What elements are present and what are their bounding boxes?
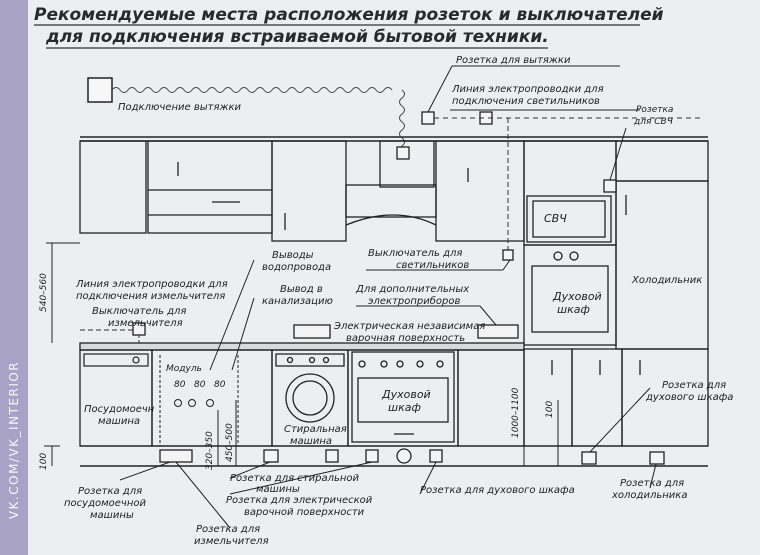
- hob-label-1: Электрическая независимая: [333, 321, 485, 332]
- module-label: Модуль: [166, 364, 202, 374]
- socket-blank: [325, 449, 339, 463]
- socket-washer: [263, 449, 279, 463]
- socket-round: [396, 448, 412, 464]
- oven-lower-label-2: шкаф: [388, 401, 421, 414]
- switch-lamp: [502, 249, 514, 261]
- side-stripe: VK.COM/VK_INTERIOR: [0, 0, 28, 555]
- wiring-lines: [80, 117, 700, 343]
- hood-connection-label: Подключение вытяжки: [118, 102, 242, 113]
- shredder-switch-label-1: Выключатель для: [92, 306, 186, 317]
- socket-hob: [365, 449, 379, 463]
- wm-socket-label-2: машины: [256, 484, 300, 495]
- dim-80-a: 80: [174, 380, 186, 390]
- dim-450: 450–500: [225, 423, 235, 462]
- hob-socket-label-1: Розетка для электрической: [226, 495, 373, 506]
- socket-hood-1: [421, 111, 435, 125]
- socket-fridge: [649, 451, 665, 465]
- water-label-1: Выводы: [272, 250, 314, 261]
- shredder-socket-label-2: измельчителя: [194, 536, 269, 547]
- fridge-label: Холодильник: [631, 275, 702, 286]
- dim-100-left: 100: [39, 453, 49, 470]
- drain-label-2: канализацию: [262, 296, 333, 307]
- dimension-lines: [44, 242, 559, 466]
- oven-upper: Духовой шкаф: [523, 244, 617, 346]
- upper-cabinets: [79, 140, 709, 246]
- plinth: [80, 445, 708, 467]
- dim-1000: 1000–1100: [511, 387, 521, 438]
- shredder-line-label-1: Линия электропроводки для: [75, 279, 228, 290]
- hood-connection: Подключение вытяжки: [87, 77, 405, 155]
- oven-upper-label-2: шкаф: [557, 303, 590, 316]
- socket-extra: [477, 324, 519, 339]
- title-line-1: Рекомендуемые места расположения розеток…: [34, 5, 664, 25]
- hob-socket-label-2: варочной поверхности: [244, 507, 365, 518]
- lamp-switch-label-2: светильников: [396, 260, 469, 271]
- washing-machine: Стиральная машина: [275, 353, 347, 447]
- hob-label-2: варочная поверхность: [346, 333, 465, 344]
- washer-label-2: машина: [290, 436, 332, 447]
- extra-appliances-label-2: электроприборов: [368, 295, 460, 307]
- oven-upper-label-1: Духовой: [552, 290, 602, 303]
- sink-module: Модуль 80 80 80: [159, 355, 239, 446]
- lamp-line-label-1: Линия электропроводки для: [451, 84, 604, 95]
- lamp-line-label-2: подключения светильников: [452, 96, 600, 107]
- socket-hood-2: [396, 146, 410, 160]
- dw-socket-label-3: машины: [90, 510, 134, 521]
- sockets: [132, 111, 665, 465]
- drain-label-1: Вывод в: [280, 284, 323, 295]
- washer-label-1: Стиральная: [284, 424, 347, 435]
- dim-80-b: 80: [194, 380, 206, 390]
- countertop: [79, 342, 525, 351]
- socket-oven: [429, 449, 443, 463]
- fridge-socket-label-2: холодильника: [611, 490, 687, 501]
- wm-socket-label-1: Розетка для стиральной: [230, 473, 360, 484]
- socket-oven-right: [581, 451, 597, 465]
- oven-socket-right-label-2: духового шкафа: [645, 392, 733, 403]
- dw-socket-label-1: Розетка для: [78, 486, 142, 497]
- lamp-switch-label-1: Выключатель для: [368, 248, 462, 259]
- dishwasher-label-2: машина: [98, 416, 140, 427]
- mw-socket-label-2: для СВЧ: [633, 117, 673, 127]
- microwave: СВЧ: [526, 195, 612, 243]
- shredder-socket-label-1: Розетка для: [196, 524, 260, 535]
- oven-socket-right-label-1: Розетка для: [662, 380, 726, 391]
- fridge-column: Холодильник: [615, 180, 709, 350]
- extra-appliances-label-1: Для дополнительных: [355, 284, 469, 295]
- oven-lower-label-1: Духовой: [381, 388, 431, 401]
- leader-lines: [119, 65, 657, 529]
- dishwasher-label-1: Посудомоечн: [84, 404, 155, 415]
- socket-dishwasher: [159, 449, 193, 463]
- dw-socket-label-2: посудомоечной: [64, 498, 146, 509]
- water-label-2: водопровода: [262, 262, 331, 273]
- oven-lower: Духовой шкаф: [351, 351, 455, 443]
- shredder-line-label-2: подключения измельчителя: [76, 291, 225, 302]
- dim-540: 540–560: [39, 273, 49, 312]
- dishwasher: Посудомоечн машина: [83, 353, 155, 427]
- shredder-switch-label-2: измельчителя: [108, 318, 183, 329]
- microwave-label: СВЧ: [544, 212, 567, 225]
- dim-320: 320–350: [205, 431, 215, 470]
- hood-socket-label: Розетка для вытяжки: [456, 55, 571, 66]
- dim-80-c: 80: [214, 380, 226, 390]
- oven-socket-bottom-label: Розетка для духового шкафа: [420, 485, 575, 496]
- mw-socket-label-1: Розетка: [636, 105, 673, 115]
- fridge-socket-label-1: Розетка для: [620, 478, 684, 489]
- dim-100-mid: 100: [545, 401, 555, 418]
- socket-microwave: [603, 179, 617, 193]
- socket-hob-top: [293, 324, 331, 339]
- title-line-2: для подключения встраиваемой бытовой тех…: [46, 27, 549, 47]
- hood-chimney: [345, 140, 437, 226]
